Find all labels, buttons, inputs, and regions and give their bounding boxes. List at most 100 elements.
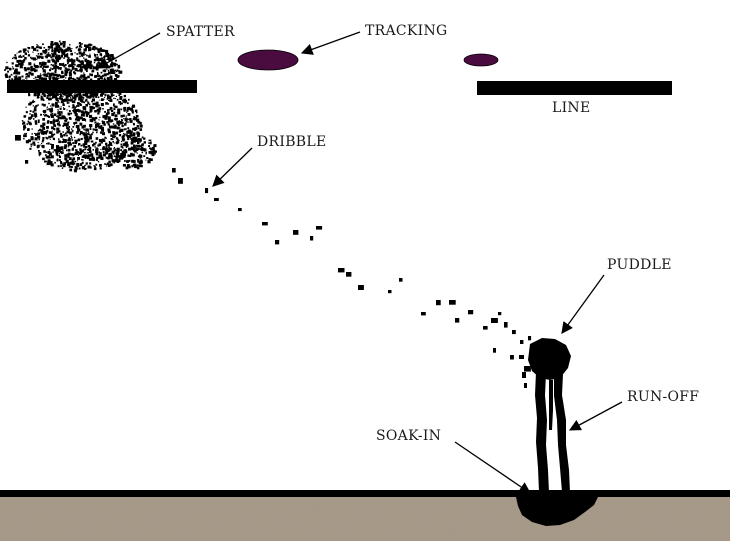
spatter-speck <box>75 115 79 119</box>
spatter-speck <box>123 132 125 134</box>
spatter-speck <box>54 64 58 68</box>
spatter-speck <box>124 160 126 162</box>
spatter-speck <box>108 147 112 151</box>
spatter-speck <box>114 135 117 138</box>
spatter-speck <box>30 137 34 141</box>
spatter-speck <box>126 109 129 112</box>
spatter-speck <box>31 133 33 135</box>
spatter-speck <box>77 77 81 81</box>
dribble-droplet <box>262 222 268 226</box>
spatter-speck <box>82 149 85 151</box>
spatter-speck <box>42 65 46 68</box>
spatter-speck <box>69 49 73 52</box>
spatter-speck <box>39 75 42 77</box>
spatter-speck <box>99 154 103 158</box>
spatter-speck <box>139 128 143 131</box>
spatter-speck <box>59 57 62 59</box>
spatter-speck <box>102 69 105 72</box>
spatter-speck <box>141 136 144 139</box>
spatter-speck <box>59 159 61 162</box>
spatter-speck <box>102 108 104 110</box>
spatter-speck <box>125 122 127 124</box>
spatter-speck <box>127 121 129 123</box>
spatter-speck <box>58 113 62 116</box>
spatter-speck <box>79 69 82 72</box>
spatter-speck <box>39 144 41 146</box>
dribble-droplet <box>512 330 516 335</box>
spatter-speck <box>30 72 32 74</box>
spatter-speck <box>136 111 138 114</box>
spatter-speck <box>112 160 115 163</box>
spatter-speck <box>103 99 105 101</box>
spatter-speck <box>119 103 122 106</box>
spatter-speck <box>84 148 87 151</box>
spatter-speck <box>119 121 123 124</box>
spatter-speck <box>55 54 58 57</box>
spatter-speck <box>70 153 74 156</box>
spatter-speck <box>32 110 35 113</box>
spatter-speck <box>92 103 94 105</box>
spatter-speck <box>63 146 67 150</box>
spatter-speck <box>51 146 54 150</box>
spatter-speck <box>86 65 88 67</box>
spatter-speck <box>104 55 106 58</box>
spatter-speck <box>16 77 19 81</box>
spatter-speck <box>118 139 120 141</box>
spatter-speck <box>45 155 49 159</box>
spatter-speck <box>90 73 93 77</box>
spatter-speck <box>80 133 82 135</box>
spatter-speck <box>33 118 35 120</box>
spatter-speck <box>82 98 85 100</box>
spatter-speck <box>108 144 110 147</box>
ground-texture <box>0 497 730 541</box>
spatter-speck <box>34 65 39 69</box>
spatter-speck <box>60 162 63 165</box>
spatter-speck <box>99 152 102 155</box>
spatter-speck <box>65 139 68 142</box>
spatter-speck <box>93 49 96 51</box>
spatter-speck <box>101 74 104 77</box>
spatter-speck <box>92 92 95 95</box>
spatter-speck <box>122 139 125 142</box>
spatter-speck <box>63 53 66 56</box>
spatter-speck <box>85 139 87 142</box>
spatter-speck <box>97 48 101 52</box>
spatter-speck <box>45 65 48 69</box>
spatter-speck <box>126 107 130 111</box>
spatter-speck <box>81 46 83 48</box>
spatter-speck <box>25 77 27 79</box>
spatter-speck <box>72 142 75 144</box>
spatter-speck <box>82 143 86 146</box>
spatter-speck <box>77 138 81 142</box>
spatter-speck <box>100 76 103 78</box>
spatter-speck <box>76 105 78 107</box>
spatter-speck <box>25 111 28 114</box>
spatter-speck <box>82 106 86 110</box>
spatter-speck <box>106 77 110 81</box>
spatter-speck <box>124 141 128 145</box>
spatter-speck <box>54 71 57 74</box>
spatter-speck <box>74 121 78 124</box>
spatter-speck <box>85 114 89 117</box>
spatter-speck <box>79 148 82 151</box>
spatter-speck <box>56 115 59 118</box>
spatter-speck <box>37 141 39 143</box>
spatter-speck <box>104 163 106 165</box>
spatter-speck <box>68 137 70 139</box>
spatter-speck <box>66 102 69 104</box>
spatter-speck <box>109 153 111 155</box>
spatter-speck <box>23 48 27 52</box>
spatter-speck <box>37 129 40 132</box>
spatter-speck <box>33 112 37 116</box>
spatter-speck <box>75 47 78 49</box>
spatter-speck <box>116 140 120 144</box>
spatter-speck <box>71 48 73 50</box>
spatter-speck <box>110 119 114 122</box>
spatter-speck <box>130 141 134 145</box>
spatter-speck <box>47 161 51 165</box>
spatter-speck <box>98 74 101 77</box>
spatter-speck <box>74 160 77 163</box>
spatter-speck <box>55 59 58 61</box>
spatter-speck <box>70 99 73 102</box>
spatter-speck <box>48 48 50 51</box>
